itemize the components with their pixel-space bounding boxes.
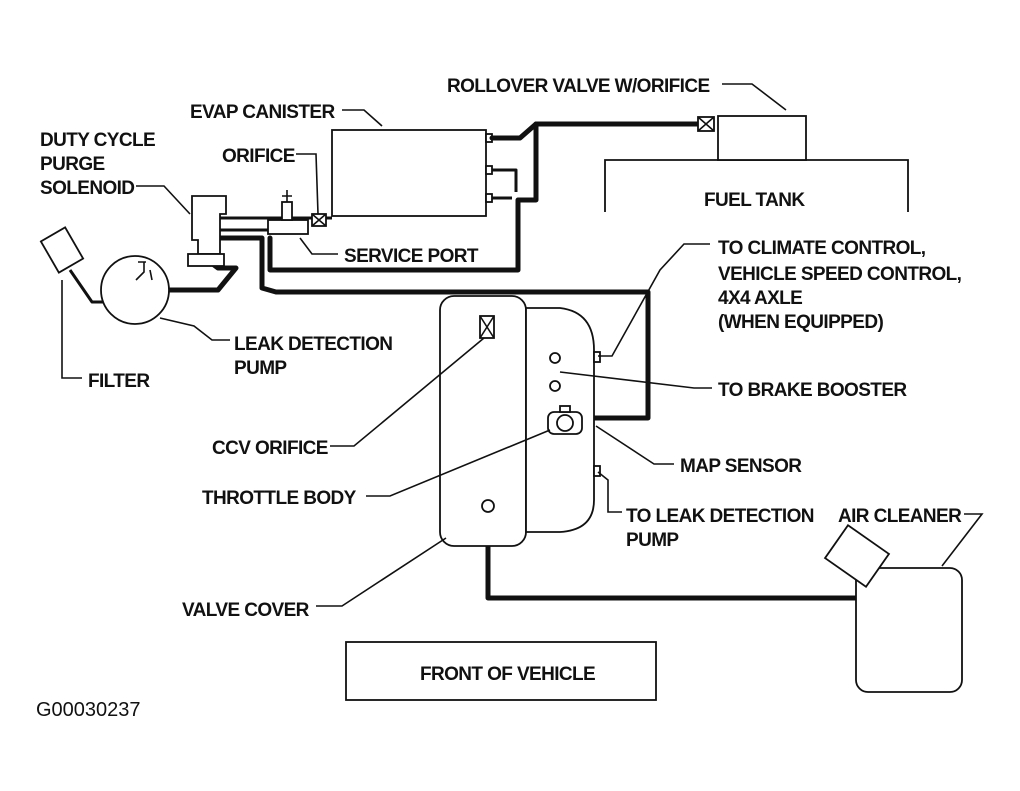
duty-cycle-label-line1: DUTY CYCLE [40,130,155,151]
purge-solenoid [187,195,227,267]
valve-cover-label: VALVE COVER [182,600,310,621]
climate-label-line4: (WHEN EQUIPPED) [718,312,883,333]
figure-id: G00030237 [36,699,141,721]
filter [39,226,85,274]
air-cleaner [823,524,963,693]
climate-label-line3: 4X4 AXLE [718,288,802,309]
rollover-valve [697,116,715,132]
duty-cycle-label-line2: PURGE [40,154,105,175]
duty-cycle-label-line3: SOLENOID [40,178,134,199]
leader-lines [61,83,984,607]
fuel-tank [604,115,909,212]
engine [439,295,601,547]
map-sensor-label: MAP SENSOR [680,456,802,477]
rollover-valve-label: ROLLOVER VALVE W/ORIFICE [447,76,710,97]
evap-canister-label: EVAP CANISTER [190,102,335,123]
front-of-vehicle-label: FRONT OF VEHICLE [420,664,595,685]
to-leak-label-line2: PUMP [626,530,679,551]
leak-detection-pump [100,255,170,325]
leak-pump-label-line1: LEAK DETECTION [234,334,392,355]
throttle-body-label: THROTTLE BODY [202,488,357,509]
climate-label-line2: VEHICLE SPEED CONTROL, [718,264,962,285]
evap-canister [331,129,493,217]
ccv-orifice-label: CCV ORIFICE [212,438,328,459]
front-of-vehicle-box [345,641,657,701]
leak-pump-label-line2: PUMP [234,358,287,379]
fuel-tank-label: FUEL TANK [704,190,805,211]
air-cleaner-label: AIR CLEANER [838,506,962,527]
labels: ROLLOVER VALVE W/ORIFICE EVAP CANISTER D… [36,76,963,721]
brake-booster-label: TO BRAKE BOOSTER [718,380,907,401]
to-leak-label-line1: TO LEAK DETECTION [626,506,814,527]
climate-label-line1: TO CLIMATE CONTROL, [718,238,926,259]
orifice-fitting [311,213,327,227]
service-port-label: SERVICE PORT [344,246,479,267]
orifice-label: ORIFICE [222,146,295,167]
service-port [267,190,309,235]
filter-label: FILTER [88,371,150,392]
